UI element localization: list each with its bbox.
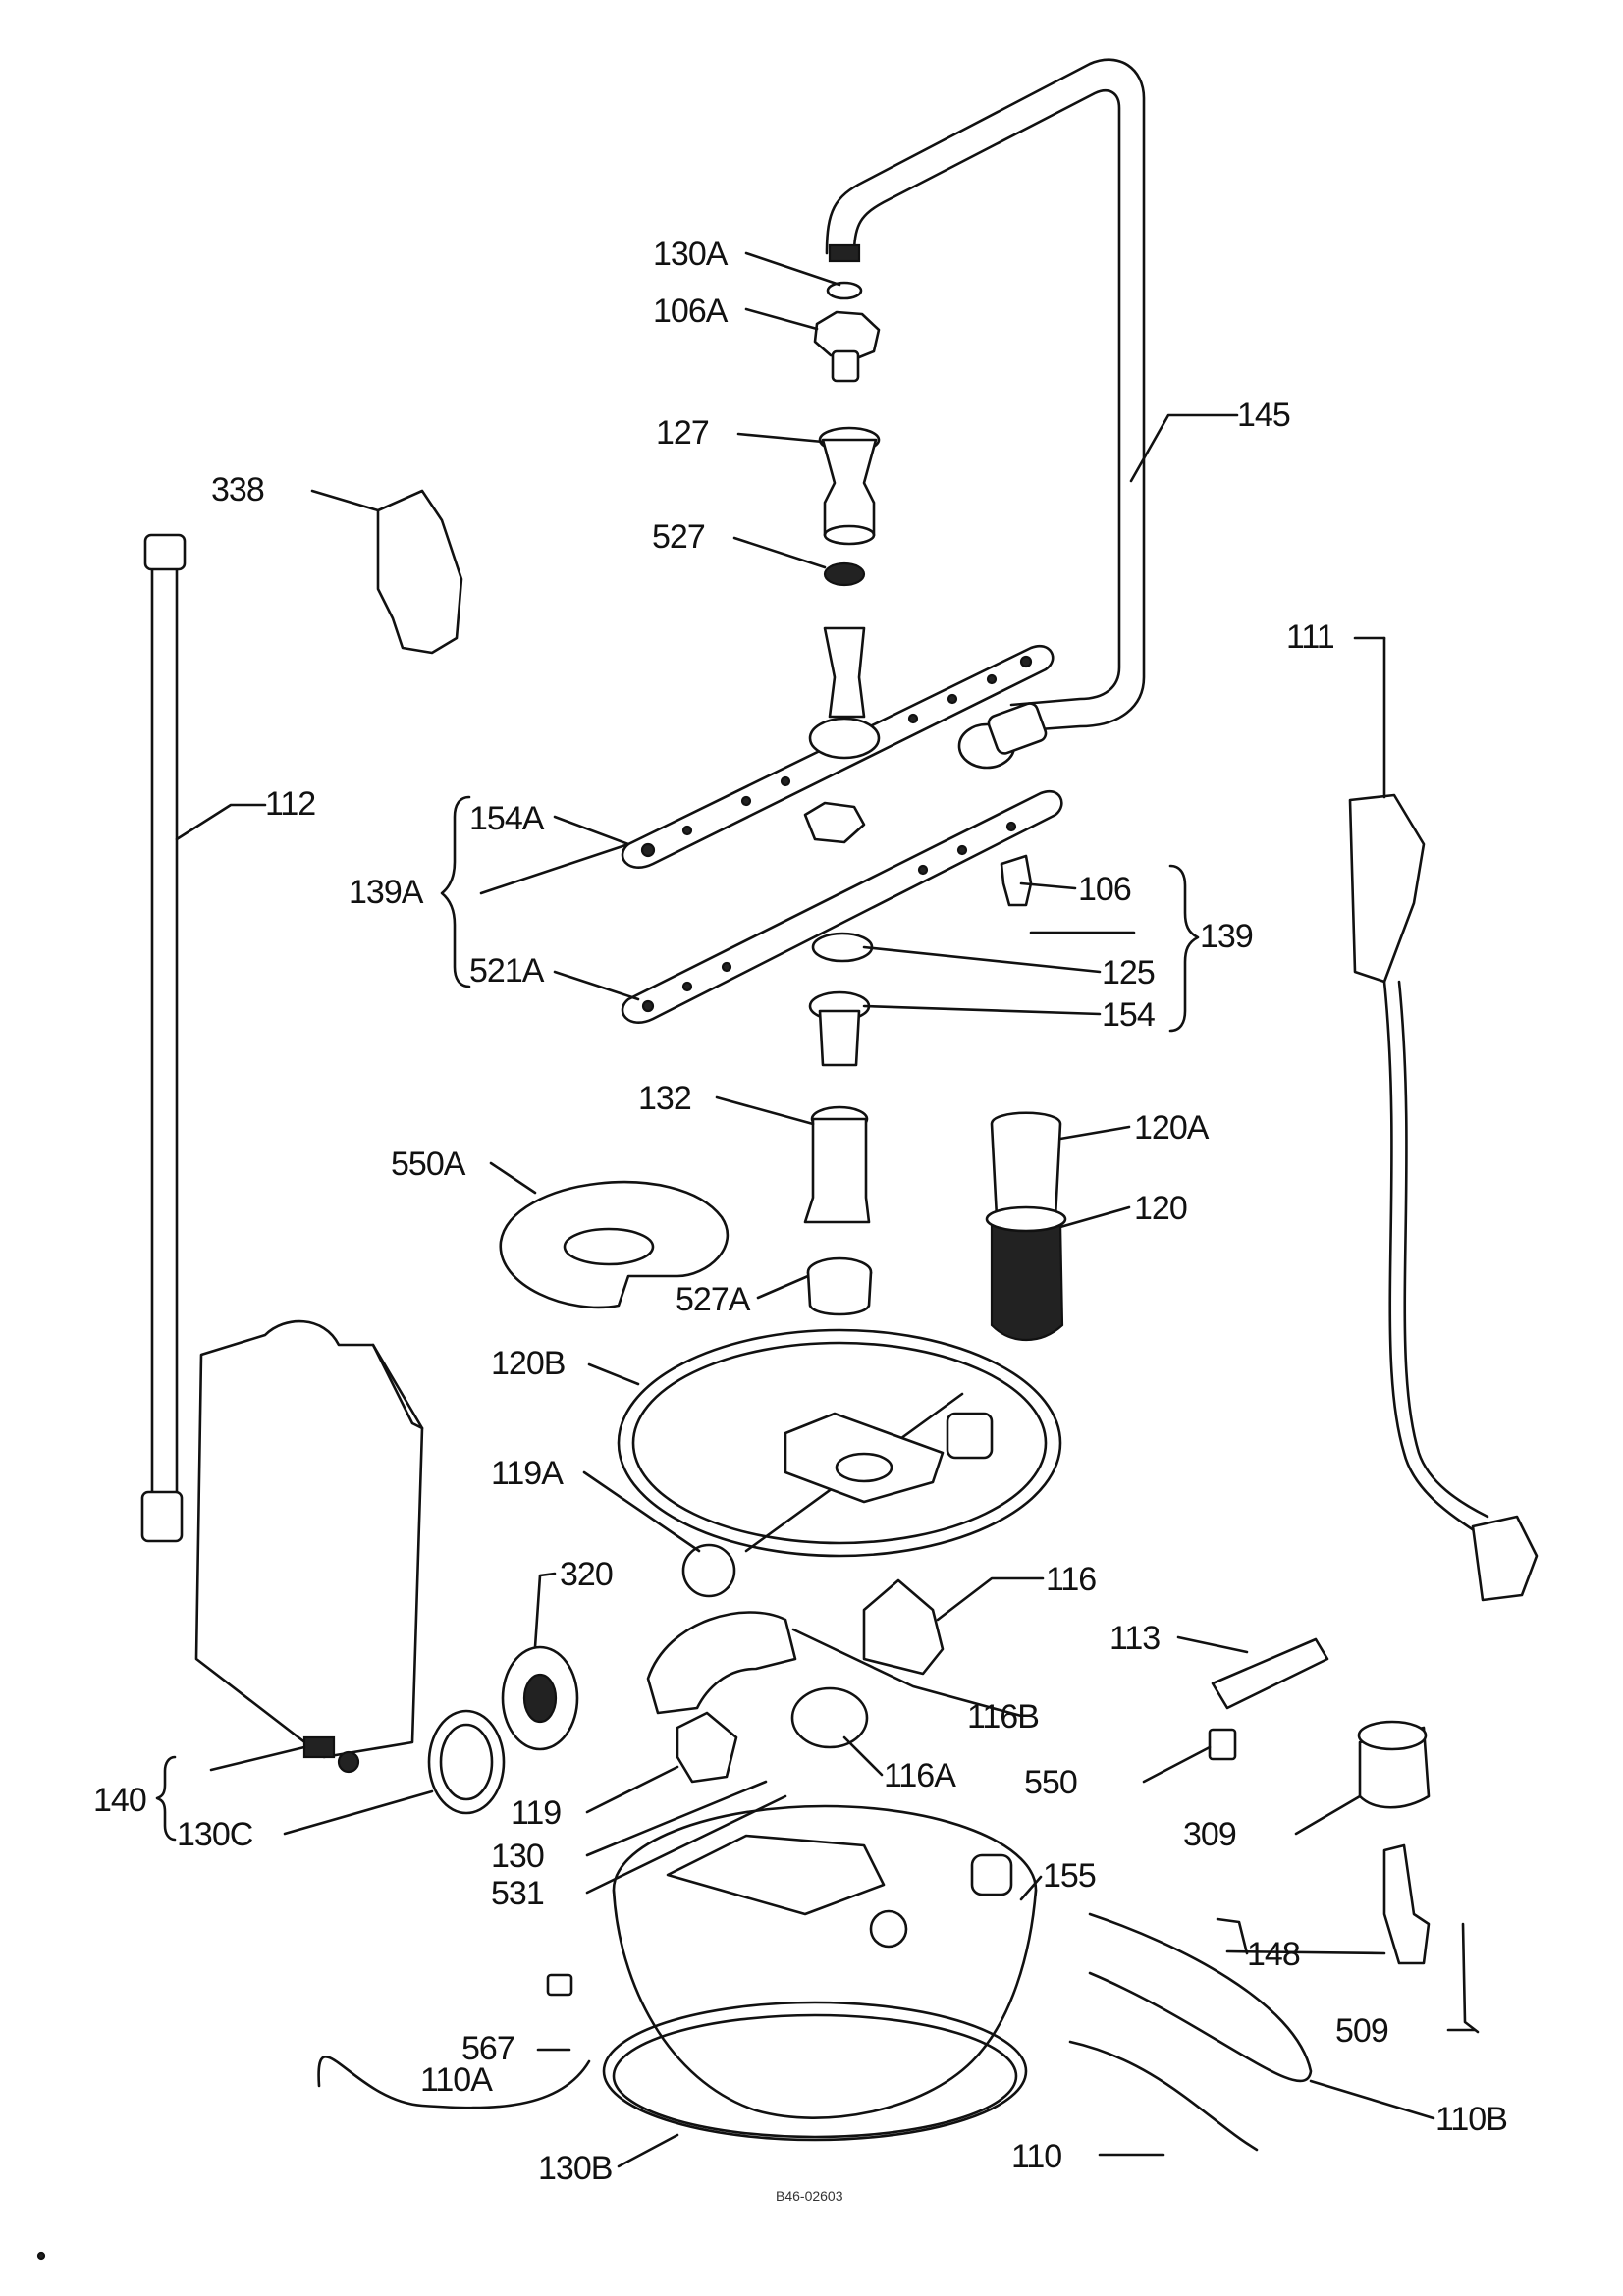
callout-112: 112 bbox=[265, 785, 315, 823]
callout-309: 309 bbox=[1183, 1816, 1236, 1853]
part-567-small bbox=[546, 1973, 573, 1997]
part-521A-lower-spray-arm bbox=[621, 789, 1063, 1024]
callout-567: 567 bbox=[461, 2030, 514, 2067]
part-130B-gasket bbox=[602, 2001, 1028, 2142]
part-145-upper-spray-tube bbox=[825, 58, 1146, 770]
callout-120B: 120B bbox=[491, 1345, 565, 1382]
callout-338: 338 bbox=[211, 471, 264, 508]
part-116A-float bbox=[790, 1686, 869, 1749]
part-120-filter bbox=[985, 1111, 1067, 1342]
part-130A-o-ring bbox=[826, 281, 863, 300]
stray-dot bbox=[36, 2251, 46, 2261]
callout-116A: 116A bbox=[884, 1757, 956, 1794]
callout-155: 155 bbox=[1043, 1857, 1096, 1895]
callout-550: 550 bbox=[1024, 1764, 1077, 1801]
callout-110B: 110B bbox=[1435, 2101, 1507, 2138]
part-110-hose bbox=[1068, 2040, 1259, 2152]
part-106A-nut bbox=[813, 310, 881, 383]
callout-120: 120 bbox=[1134, 1190, 1187, 1227]
callout-110A: 110A bbox=[420, 2061, 493, 2099]
callout-119: 119 bbox=[511, 1794, 561, 1832]
part-148-clip bbox=[1382, 1843, 1431, 1965]
part-127-coupling bbox=[818, 426, 881, 546]
part-527-washer bbox=[823, 561, 866, 587]
part-110B-hose bbox=[1088, 1912, 1313, 2083]
callout-116B: 116B bbox=[967, 1698, 1039, 1735]
callout-110: 110 bbox=[1011, 2138, 1061, 2175]
callout-154A: 154A bbox=[469, 800, 545, 837]
callout-509: 509 bbox=[1335, 2012, 1388, 2050]
part-106-clip bbox=[1000, 854, 1033, 907]
callout-125: 125 bbox=[1102, 954, 1155, 991]
part-113-connector bbox=[1211, 1637, 1329, 1710]
callout-119A: 119A bbox=[491, 1455, 564, 1492]
callout-320: 320 bbox=[560, 1556, 613, 1593]
leader-lines bbox=[155, 251, 1477, 2168]
callout-labels: 130A 106A 127 145 338 527 111 112 154A 1… bbox=[93, 236, 1508, 2204]
part-119A-strainer bbox=[681, 1543, 736, 1598]
part-116-valve bbox=[862, 1578, 945, 1676]
part-550-block bbox=[1208, 1728, 1237, 1761]
part-130C-seal bbox=[427, 1709, 506, 1815]
part-338-clip bbox=[376, 489, 463, 655]
part-140-dispenser bbox=[194, 1319, 424, 1774]
part-550A-disc bbox=[499, 1180, 730, 1309]
callout-113: 113 bbox=[1109, 1620, 1160, 1657]
callout-130A: 130A bbox=[653, 236, 729, 273]
callout-531: 531 bbox=[491, 1875, 544, 1912]
drawing-number: B46-02603 bbox=[776, 2188, 843, 2204]
part-509-pin bbox=[1461, 1922, 1480, 2034]
callout-106A: 106A bbox=[653, 293, 729, 330]
callout-106: 106 bbox=[1078, 871, 1131, 908]
callout-139: 139 bbox=[1200, 918, 1253, 955]
part-111-inlet-hose bbox=[1348, 793, 1539, 1602]
part-527A-ring bbox=[806, 1256, 873, 1316]
part-120B-cover-plate bbox=[617, 1328, 1062, 1558]
callout-120A: 120A bbox=[1134, 1109, 1210, 1147]
callout-116: 116 bbox=[1046, 1561, 1096, 1598]
callout-145: 145 bbox=[1237, 397, 1290, 434]
callout-527: 527 bbox=[652, 518, 705, 556]
callout-550A: 550A bbox=[391, 1146, 466, 1183]
callout-154: 154 bbox=[1102, 996, 1155, 1034]
callout-127: 127 bbox=[656, 414, 709, 452]
part-116B-bracket bbox=[646, 1611, 797, 1715]
callout-130C: 130C bbox=[177, 1816, 253, 1853]
callout-111: 111 bbox=[1286, 618, 1334, 656]
part-154-hub bbox=[808, 990, 871, 1067]
part-309-cap bbox=[1357, 1720, 1431, 1809]
part-119-pump bbox=[676, 1711, 738, 1784]
part-132-tube bbox=[803, 1105, 871, 1224]
part-320-impeller bbox=[501, 1645, 579, 1751]
callout-139A: 139A bbox=[349, 874, 424, 911]
callout-130B: 130B bbox=[538, 2150, 612, 2187]
callout-130: 130 bbox=[491, 1838, 544, 1875]
callout-148: 148 bbox=[1247, 1936, 1300, 1973]
part-110A-hose bbox=[317, 2056, 591, 2109]
callout-140: 140 bbox=[93, 1782, 146, 1819]
part-155-sump bbox=[612, 1804, 1038, 2119]
part-112-hose bbox=[140, 533, 187, 1543]
callout-132: 132 bbox=[638, 1080, 691, 1117]
callout-521A: 521A bbox=[469, 952, 545, 989]
callout-527A: 527A bbox=[676, 1281, 751, 1318]
part-154A-upper-spray-arm bbox=[621, 626, 1055, 869]
